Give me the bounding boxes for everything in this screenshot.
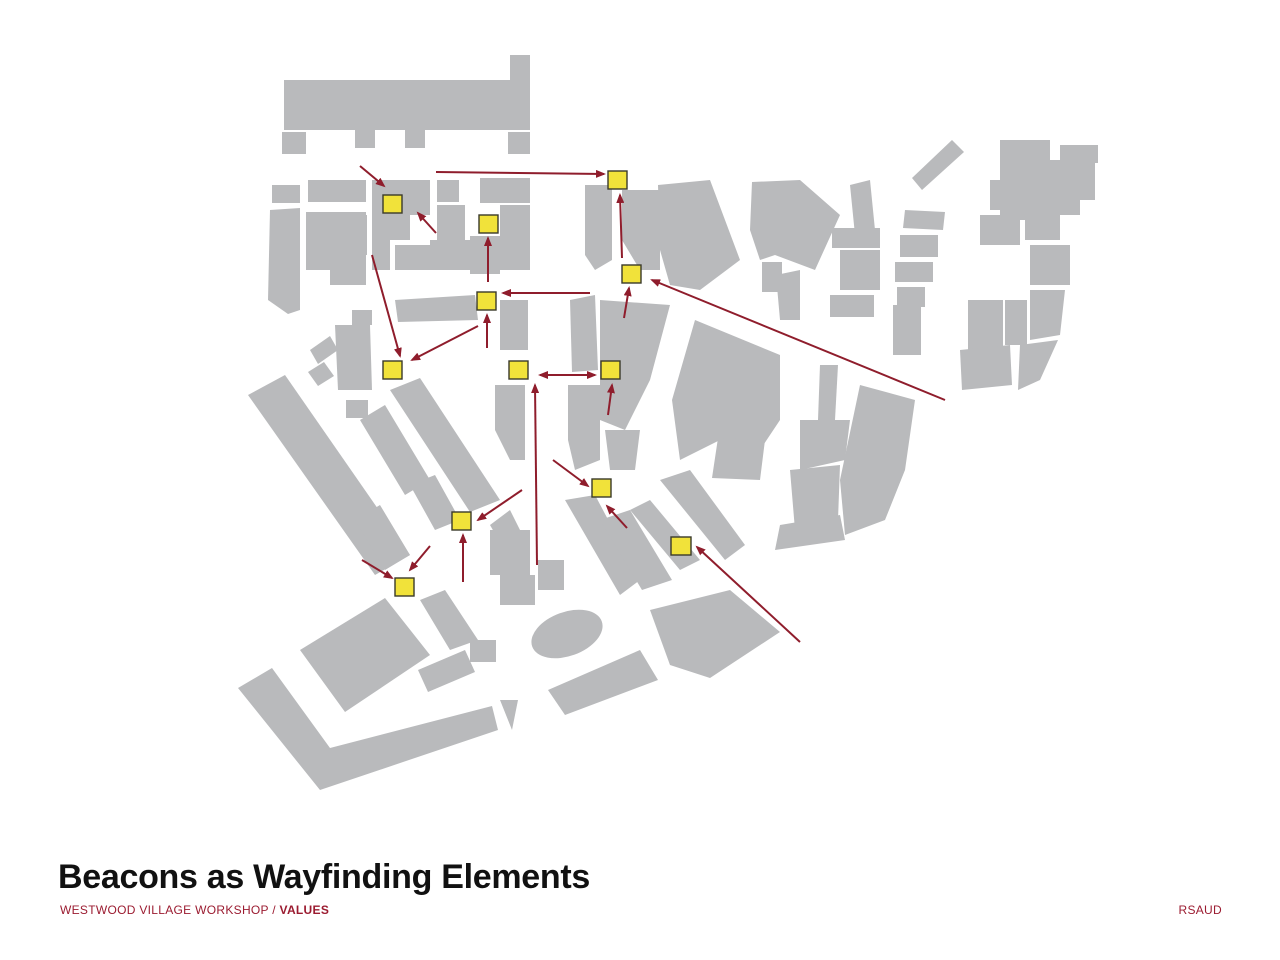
page-title: Beacons as Wayfinding Elements xyxy=(58,858,590,896)
beacon-marker xyxy=(508,360,529,380)
beacon-marker xyxy=(670,536,692,556)
subtitle-values: VALUES xyxy=(279,903,330,917)
brand-label: RSAUD xyxy=(1178,903,1222,917)
beacon-marker xyxy=(621,264,642,284)
beacon-marker xyxy=(394,577,415,597)
beacon-marker xyxy=(607,170,628,190)
beacon-marker xyxy=(476,291,497,311)
beacon-markers xyxy=(382,170,692,597)
subtitle-separator: / xyxy=(268,903,280,917)
beacon-marker xyxy=(382,194,403,214)
building-footprints xyxy=(238,55,1098,790)
beacon-marker xyxy=(382,360,403,380)
beacon-marker xyxy=(451,511,472,531)
subtitle: WESTWOOD VILLAGE WORKSHOP / VALUES xyxy=(60,903,329,917)
beacon-marker xyxy=(478,214,499,234)
subtitle-workshop: WESTWOOD VILLAGE WORKSHOP xyxy=(60,903,269,917)
site-plan-map xyxy=(238,55,1098,790)
beacon-marker xyxy=(600,360,621,380)
beacon-marker xyxy=(591,478,612,498)
wayfinding-route-arrows xyxy=(359,165,946,643)
